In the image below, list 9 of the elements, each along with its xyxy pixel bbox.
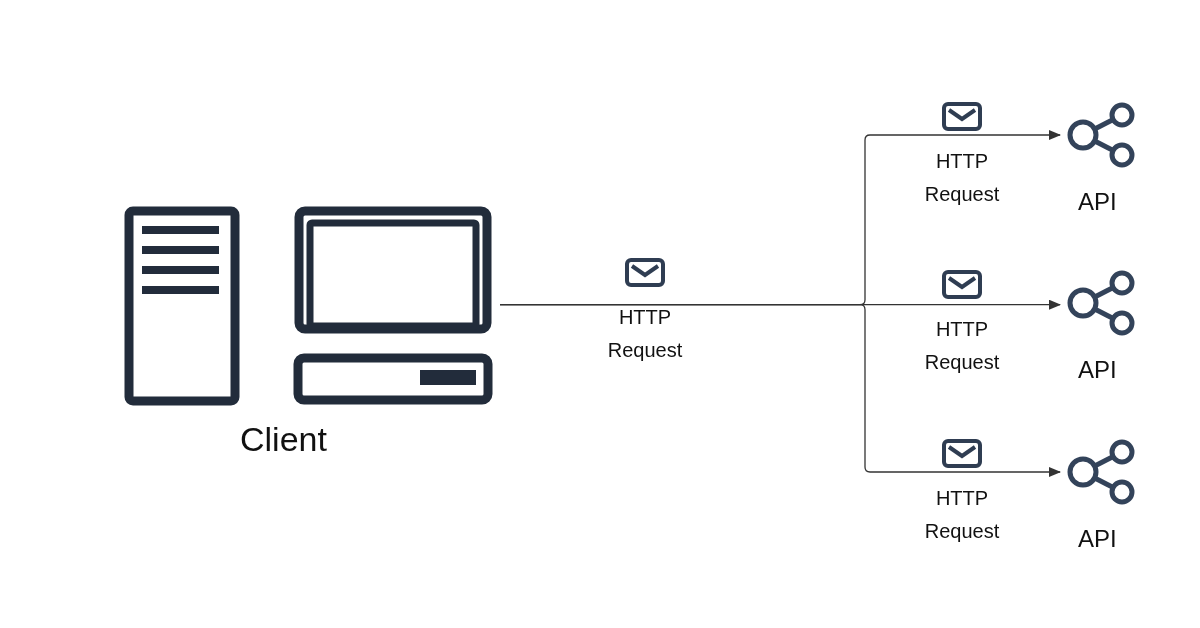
edge-label: HTTP Request — [923, 486, 1001, 544]
node-label: API — [1078, 525, 1117, 553]
edge-label: HTTP Request — [923, 317, 1001, 375]
node-label: API — [1078, 356, 1117, 384]
node-label: API — [1078, 188, 1117, 216]
node-label: Client — [240, 420, 327, 459]
edge-label: HTTP Request — [923, 149, 1001, 207]
line-label: HTTP Request — [606, 305, 684, 363]
arrow — [499, 304, 1061, 477]
